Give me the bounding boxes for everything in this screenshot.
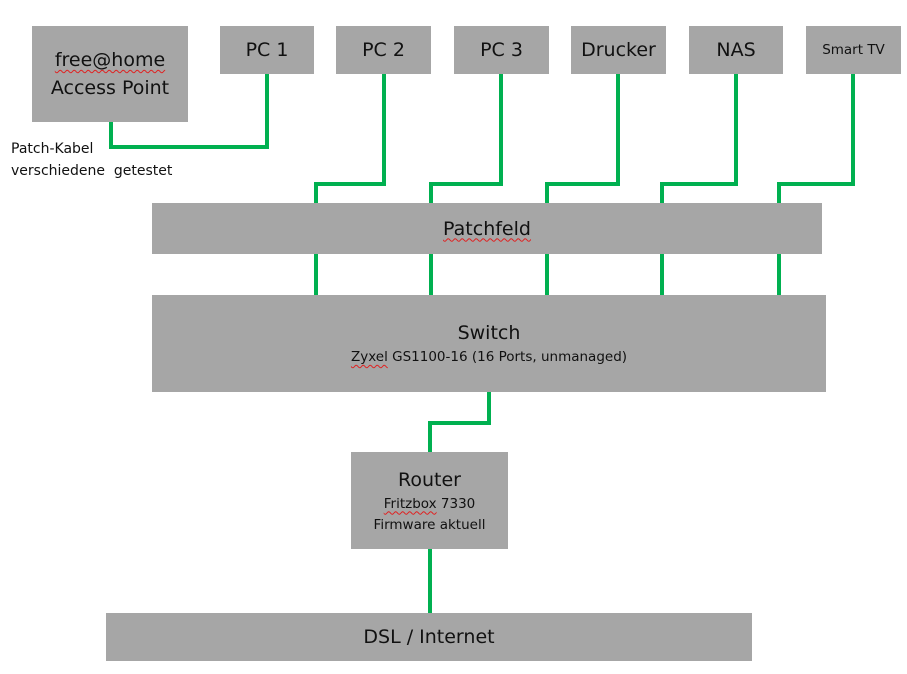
switch-model: Zyxel GS1100-16 (16 Ports, unmanaged) bbox=[351, 347, 627, 368]
annotation-line1: Patch-Kabel bbox=[11, 141, 94, 157]
pc3-label: PC 3 bbox=[480, 39, 523, 61]
router-model: Fritzbox 7330 bbox=[384, 494, 476, 515]
nas-label: NAS bbox=[716, 39, 756, 61]
pc3-node: PC 3 bbox=[454, 26, 549, 74]
router-brand: Fritzbox bbox=[383, 495, 437, 512]
wire-smart-tv-to-switch bbox=[777, 72, 855, 297]
printer-label: Drucker bbox=[581, 39, 656, 61]
router-node: Router Fritzbox 7330 Firmware aktuell bbox=[351, 452, 508, 549]
switch-model-rest: GS1100-16 (16 Ports, unmanaged) bbox=[387, 349, 628, 365]
wire-access-point-to-pc1 bbox=[109, 72, 269, 149]
wire-pc3-to-switch bbox=[429, 72, 503, 297]
pc1-node: PC 1 bbox=[220, 26, 314, 74]
pc2-node: PC 2 bbox=[336, 26, 431, 74]
wire-pc2-to-switch bbox=[314, 72, 386, 297]
wire-switch-to-router bbox=[428, 390, 491, 454]
wire-printer-to-switch bbox=[545, 72, 620, 297]
router-title: Router bbox=[398, 468, 461, 491]
annotation-line2: verschiedene getestet bbox=[11, 163, 173, 179]
patch-panel-label: Patchfeld bbox=[443, 217, 531, 240]
pc2-label: PC 2 bbox=[362, 39, 405, 61]
router-firmware: Firmware aktuell bbox=[373, 516, 486, 533]
printer-node: Drucker bbox=[571, 26, 666, 74]
switch-brand: Zyxel bbox=[350, 349, 388, 365]
wire-nas-to-switch bbox=[660, 72, 738, 297]
switch-title: Switch bbox=[457, 322, 521, 344]
router-model-rest: 7330 bbox=[436, 495, 476, 512]
internet-node: DSL / Internet bbox=[106, 613, 752, 661]
smart-tv-label: Smart TV bbox=[822, 41, 885, 58]
access-point-node: free@home Access Point bbox=[32, 26, 188, 122]
patch-cable-annotation: Patch-Kabel verschiedene getestet bbox=[11, 138, 172, 182]
internet-label: DSL / Internet bbox=[363, 626, 495, 648]
smart-tv-node: Smart TV bbox=[806, 26, 901, 74]
nas-node: NAS bbox=[689, 26, 783, 74]
switch-node: Switch Zyxel GS1100-16 (16 Ports, unmana… bbox=[152, 295, 826, 392]
access-point-line2: Access Point bbox=[50, 77, 170, 99]
pc1-label: PC 1 bbox=[245, 39, 289, 61]
patch-panel-node: Patchfeld bbox=[152, 203, 822, 254]
access-point-line1: free@home bbox=[54, 49, 166, 71]
